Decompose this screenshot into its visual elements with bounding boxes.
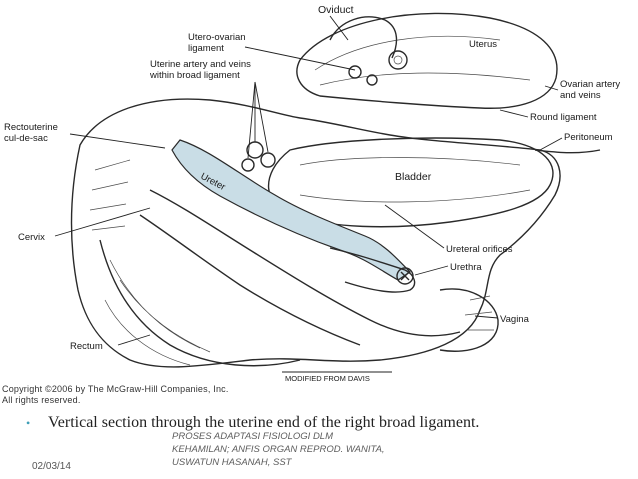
label-rectouterine-2: cul-de-sac bbox=[4, 133, 48, 144]
outer-body-shape bbox=[70, 98, 561, 368]
label-uterus: Uterus bbox=[469, 39, 497, 50]
footer-note-line-2: KEHAMILAN; ANFIS ORGAN REPROD. WANITA, bbox=[172, 444, 385, 455]
oviduct-shape bbox=[329, 16, 398, 59]
label-rectouterine-1: Rectouterine bbox=[4, 122, 58, 133]
caption-text: Vertical section through the uterine end… bbox=[48, 414, 480, 431]
copyright-line-2: All rights reserved. bbox=[2, 395, 81, 405]
copyright-line-1: Copyright ©2006 by The McGraw-Hill Compa… bbox=[2, 384, 229, 394]
ureter-shape bbox=[171, 139, 411, 281]
label-rectum: Rectum bbox=[70, 341, 103, 352]
slide-date: 02/03/14 bbox=[32, 461, 71, 472]
label-bladder: Bladder bbox=[395, 171, 432, 183]
label-vagina: Vagina bbox=[500, 314, 530, 325]
label-uterine-artery-2: within broad ligament bbox=[149, 70, 240, 81]
uterus-shape bbox=[296, 12, 558, 109]
label-utero-ovarian-1: Utero-ovarian bbox=[188, 32, 246, 43]
footer-note-line-1: PROSES ADAPTASI FISIOLOGI DLM bbox=[172, 431, 334, 442]
label-utero-ovarian-2: ligament bbox=[188, 43, 224, 54]
label-round-ligament: Round ligament bbox=[530, 112, 597, 123]
label-cervix: Cervix bbox=[18, 232, 45, 243]
bullet-icon: • bbox=[26, 416, 31, 430]
label-peritoneum: Peritoneum bbox=[564, 132, 613, 143]
rectum-shape bbox=[99, 239, 301, 367]
label-ovarian-artery-1: Ovarian artery bbox=[560, 79, 620, 90]
label-ureteral-orifices: Ureteral orifices bbox=[446, 244, 513, 255]
label-modified-from: MODIFIED FROM DAVIS bbox=[285, 374, 370, 383]
label-ovarian-artery-2: and veins bbox=[560, 90, 601, 101]
anatomy-diagram: Oviduct Utero-ovarian ligament Uterus Ut… bbox=[4, 4, 620, 383]
footer-note: PROSES ADAPTASI FISIOLOGI DLM KEHAMILAN;… bbox=[172, 430, 472, 469]
footer-note-line-3: USWATUN HASANAH, SST bbox=[172, 457, 292, 468]
label-uterine-artery-1: Uterine artery and veins bbox=[150, 59, 251, 70]
label-oviduct: Oviduct bbox=[318, 4, 354, 16]
copyright-notice: Copyright ©2006 by The McGraw-Hill Compa… bbox=[2, 384, 229, 406]
label-urethra: Urethra bbox=[450, 262, 482, 273]
